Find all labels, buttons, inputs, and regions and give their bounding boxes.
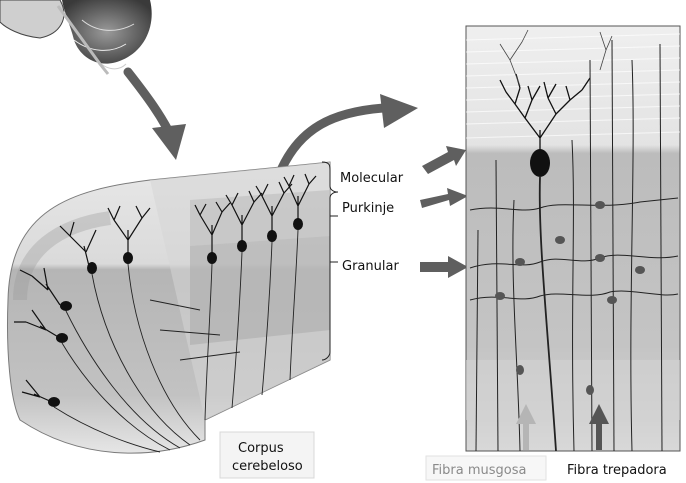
granular-arrow [420,256,468,278]
label-corpus-line1: Corpus [238,441,284,456]
layer-pointer-arrows [420,146,468,278]
cerebellum-illustration [0,0,152,74]
panel-purkinje-cell [530,149,550,177]
magnified-panel [466,26,680,451]
label-climbing-fiber: Fibra trepadora [567,463,667,478]
label-molecular: Molecular [340,171,404,186]
label-mossy-fiber: Fibra musgosa [432,463,526,478]
label-purkinje: Purkinje [342,201,394,216]
purkinje-arrow [420,188,468,208]
zoom-arrow-right [282,94,418,168]
zoom-arrow-down [128,72,186,160]
molecular-arrow [422,146,466,174]
cortex-block [8,162,331,453]
label-granular: Granular [342,259,399,274]
label-corpus-line2: cerebeloso [232,459,303,474]
